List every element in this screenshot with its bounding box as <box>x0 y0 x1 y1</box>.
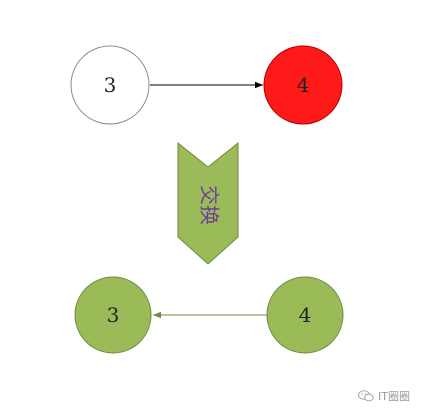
bottom-right-node <box>266 276 344 354</box>
wechat-icon <box>358 390 374 402</box>
top-left-node-label: 3 <box>104 73 117 97</box>
top-left-node <box>70 45 150 125</box>
swap-chevron-banner <box>177 141 239 265</box>
top-right-node <box>263 45 343 125</box>
swap-label: 交换 <box>198 185 222 225</box>
bottom-right-node-label: 4 <box>299 303 312 327</box>
bottom-left-node <box>74 276 152 354</box>
top-right-node-label: 4 <box>297 73 310 97</box>
bottom-left-node-label: 3 <box>107 303 120 327</box>
watermark: IT圈圈 <box>358 388 410 404</box>
watermark-text: IT圈圈 <box>378 390 410 403</box>
